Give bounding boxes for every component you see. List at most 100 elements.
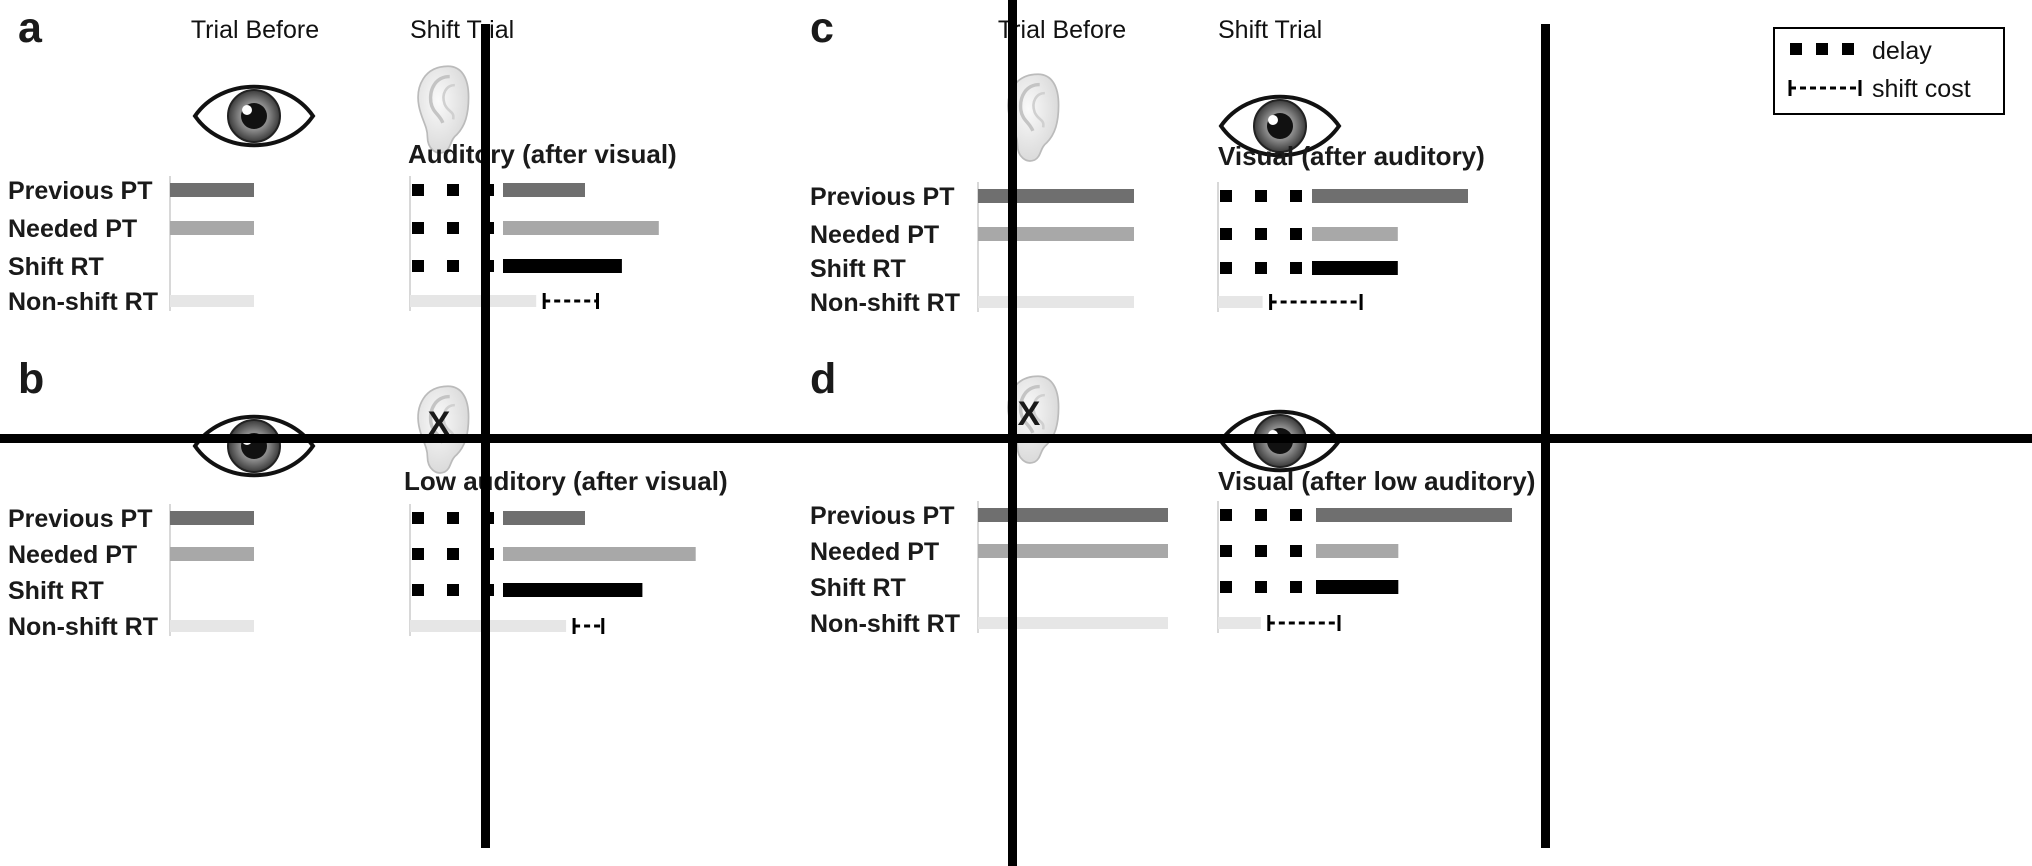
shift-trial-header: Shift Trial [1218,16,1322,44]
row-label-previous-pt: Previous PT [810,183,955,211]
row-label-previous-pt: Previous PT [8,177,153,205]
before-bar-previous-pt [978,508,1168,522]
row-label-previous-pt: Previous PT [8,505,153,533]
delay-square [412,584,424,596]
row-label-non-shift-rt: Non-shift RT [810,610,960,638]
shift-bar-shift-rt [1316,580,1399,594]
delay-square [1255,545,1267,557]
shift-condition-title: Visual (after auditory) [1218,141,1485,171]
delay-square [447,184,459,196]
shift-bar-previous-pt [1316,508,1512,522]
before-bar-previous-pt [978,189,1134,203]
before-bar-needed-pt [170,547,254,561]
row-label-needed-pt: Needed PT [810,221,939,249]
delay-square [1220,545,1232,557]
panel-letter: d [810,355,836,403]
delay-square [1290,262,1302,274]
panel-letter: b [18,355,44,403]
row-label-non-shift-rt: Non-shift RT [810,289,960,317]
before-bar-non-shift-rt [978,617,1168,629]
shift-bar-shift-rt [503,259,622,273]
before-bar-non-shift-rt [170,620,254,632]
panel-b: bX Low auditory (after visual) Previous PT… [8,355,728,641]
panel-d: dX Visual (after low auditory) Previous PT… [810,355,1535,638]
shift-bar-shift-rt [1312,261,1398,275]
legend: delay shift cost [1773,27,2005,115]
delay-square [1290,509,1302,521]
delay-square [1290,581,1302,593]
delay-square [1255,509,1267,521]
delay-square [1290,545,1302,557]
delay-square [1255,190,1267,202]
delay-square [1290,228,1302,240]
delay-square [412,260,424,272]
before-bar-non-shift-rt [978,296,1134,308]
delay-square [412,222,424,234]
shift-bar-previous-pt [503,511,585,525]
shift-bar-previous-pt [1312,189,1468,203]
delay-square [447,222,459,234]
trial-before-header: Trial Before [998,16,1126,44]
shift-bar-needed-pt [1316,544,1399,558]
row-label-previous-pt: Previous PT [810,502,955,530]
trial-before-header: Trial Before [191,16,319,44]
cross-mark-icon: X [428,405,451,443]
row-label-needed-pt: Needed PT [810,538,939,566]
delay-square [1255,581,1267,593]
shift-bar-shift-rt [503,583,643,597]
shift-condition-title: Visual (after low auditory) [1218,466,1535,496]
row-label-needed-pt: Needed PT [8,215,137,243]
delay-square [1220,581,1232,593]
delay-square [412,184,424,196]
delay-square [1255,262,1267,274]
delay-square [412,548,424,560]
before-eye-icon [195,417,313,476]
legend-delay-label: delay [1872,37,1932,65]
delay-square [1255,228,1267,240]
delay-square [1220,190,1232,202]
delay-square [412,512,424,524]
shift-condition-title: Low auditory (after visual) [404,466,728,496]
before-bar-non-shift-rt [170,295,254,307]
delay-square [1220,228,1232,240]
row-label-non-shift-rt: Non-shift RT [8,613,158,641]
cross-mark-icon: X [1018,395,1041,433]
shift-trial-header: Shift Trial [410,16,514,44]
legend-shift-cost-label: shift cost [1872,75,1971,103]
legend-delay-square [1816,43,1828,55]
delay-square [1220,262,1232,274]
before-bar-previous-pt [170,511,254,525]
row-label-shift-rt: Shift RT [810,574,906,602]
row-label-shift-rt: Shift RT [810,255,906,283]
delay-square [447,584,459,596]
legend-box [1773,27,2005,115]
vertical-divider-right [1541,24,1550,848]
delay-square [447,512,459,524]
delay-square [1220,509,1232,521]
shift-bar-non-shift-rt [1218,296,1263,308]
before-bar-previous-pt [170,183,254,197]
legend-delay-square [1842,43,1854,55]
before-bar-needed-pt [170,221,254,235]
row-label-shift-rt: Shift RT [8,577,104,605]
vertical-divider-center [1008,0,1017,866]
shift-bar-previous-pt [503,183,585,197]
before-eye-icon [195,87,313,146]
before-bar-needed-pt [978,544,1168,558]
shift-bar-needed-pt [1312,227,1398,241]
shift-bar-needed-pt [503,547,696,561]
before-bar-needed-pt [978,227,1134,241]
shift-bar-non-shift-rt [410,295,537,307]
row-label-shift-rt: Shift RT [8,253,104,281]
row-label-needed-pt: Needed PT [8,541,137,569]
delay-square [447,548,459,560]
shift-bar-non-shift-rt [1218,617,1261,629]
vertical-divider-left [481,24,490,848]
row-label-non-shift-rt: Non-shift RT [8,288,158,316]
delay-square [447,260,459,272]
delay-square [1290,190,1302,202]
